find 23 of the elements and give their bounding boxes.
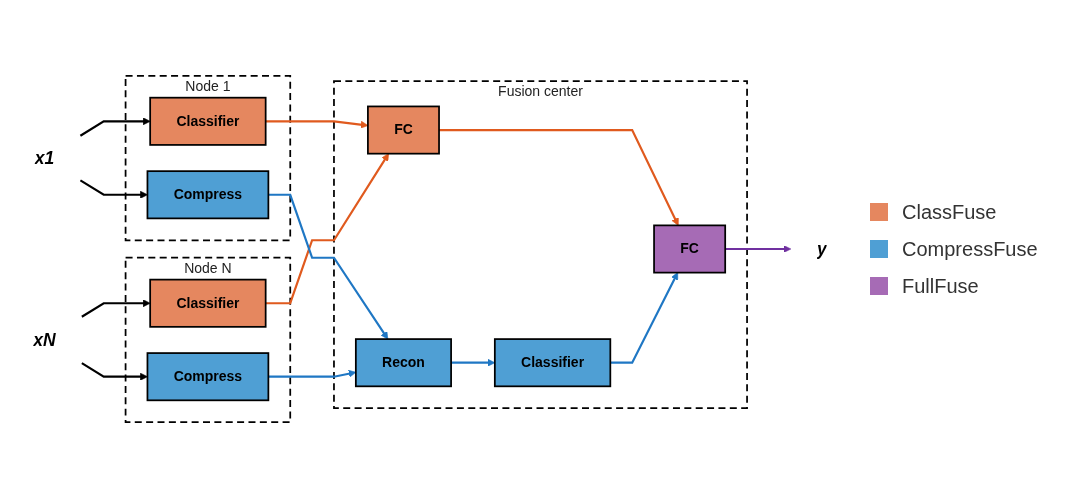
node-box: Compress xyxy=(146,352,270,402)
arrow xyxy=(79,117,151,137)
node-box: Classifier xyxy=(493,338,612,388)
node-text: y xyxy=(817,239,827,259)
arrow xyxy=(81,299,151,318)
node-text: x1 xyxy=(34,148,55,168)
arrow xyxy=(265,153,389,305)
legend-label: ClassFuse xyxy=(902,200,997,224)
node-box: Recon xyxy=(354,338,452,388)
arrow xyxy=(725,245,792,253)
node-box: Compress xyxy=(146,170,270,220)
arrow xyxy=(81,362,148,381)
node-box: FC xyxy=(653,224,727,274)
arrow xyxy=(268,193,389,340)
node-box: Classifier xyxy=(149,96,267,146)
arrow xyxy=(610,272,679,364)
arrow xyxy=(79,179,148,199)
node-box: Classifier xyxy=(149,278,267,328)
node-text: xN xyxy=(33,330,56,350)
legend-label: CompressFuse xyxy=(902,237,1038,261)
arrow xyxy=(439,128,679,226)
legend-label: FullFuse xyxy=(902,274,979,298)
node-box: FC xyxy=(367,105,440,155)
